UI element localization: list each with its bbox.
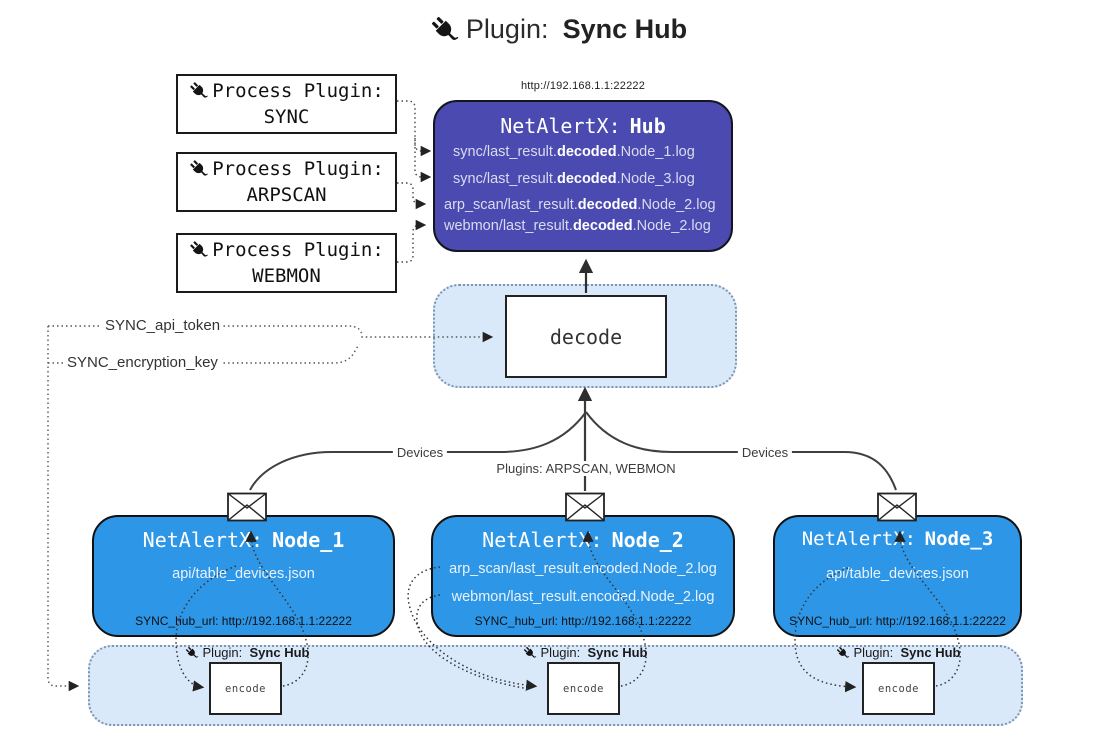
node-title: NetAlertX:Node_1 <box>142 528 345 552</box>
sync-encryption-key-label: SYNC_encryption_key <box>64 354 221 371</box>
process-plugin-name: WEBMON <box>252 265 321 287</box>
node-hub-url: SYNC_hub_url: http://192.168.1.1:22222 <box>135 614 352 628</box>
edge-label-plugins: Plugins: ARPSCAN, WEBMON <box>494 461 678 476</box>
hub-title-name: Hub <box>629 114 666 138</box>
encode-box-1: encode <box>209 662 282 715</box>
node-2-box: NetAlertX:Node_2 arp_scan/last_result.en… <box>431 515 735 637</box>
sync-api-token-label: SYNC_api_token <box>102 317 224 334</box>
hub-box: NetAlertX: Hub sync/last_result.decoded.N… <box>433 100 733 252</box>
encode-box-2: encode <box>547 662 620 715</box>
edge-plugins-to-hub <box>397 100 432 263</box>
band-label-1: Plugin:Sync Hub <box>157 645 337 660</box>
node-title: NetAlertX:Node_3 <box>801 528 994 550</box>
process-plugin-name: SYNC <box>263 106 310 128</box>
encode-box-3: encode <box>862 662 935 715</box>
process-plugin-label: Process Plugin: <box>212 80 384 102</box>
node-file: api/table_devices.json <box>826 566 969 582</box>
plug-icon <box>189 240 209 260</box>
hub-file-line: sync/last_result.decoded.Node_1.log <box>453 144 695 160</box>
hub-title-prefix: NetAlertX: <box>500 114 621 138</box>
plug-icon <box>185 646 199 660</box>
plug-icon <box>189 159 209 179</box>
node-file: api/table_devices.json <box>172 566 315 582</box>
page-title: Plugin: Sync Hub <box>0 14 1117 45</box>
edge-label-devices-right: Devices <box>737 445 793 460</box>
hub-file-line: arp_scan/last_result.decoded.Node_2.log <box>444 197 716 213</box>
plug-icon <box>430 15 460 45</box>
node-1-box: NetAlertX:Node_1 api/table_devices.json … <box>92 515 395 637</box>
hub-title: NetAlertX: Hub <box>435 114 731 138</box>
edge-devices-curves <box>249 411 897 491</box>
node-3-box: NetAlertX:Node_3 api/table_devices.json … <box>773 515 1022 637</box>
process-plugin-sync: Process Plugin: SYNC <box>176 74 397 134</box>
process-plugin-webmon: Process Plugin: WEBMON <box>176 233 397 293</box>
title-prefix: Plugin: <box>465 14 549 44</box>
edge-label-devices-left: Devices <box>392 445 448 460</box>
node-file: arp_scan/last_result.encoded.Node_2.log <box>449 561 717 577</box>
plug-icon <box>836 646 850 660</box>
node-file: webmon/last_result.encoded.Node_2.log <box>451 589 715 605</box>
plug-icon <box>189 81 209 101</box>
band-label-3: Plugin:Sync Hub <box>808 645 988 660</box>
process-plugin-arpscan: Process Plugin: ARPSCAN <box>176 152 397 212</box>
node-hub-url: SYNC_hub_url: http://192.168.1.1:22222 <box>789 614 1006 628</box>
process-plugin-name: ARPSCAN <box>246 184 327 206</box>
decode-box: decode <box>505 295 667 378</box>
process-plugin-label: Process Plugin: <box>212 158 384 180</box>
title-name: Sync Hub <box>562 14 688 44</box>
node-title: NetAlertX:Node_2 <box>482 528 684 552</box>
hub-file-line: webmon/last_result.decoded.Node_2.log <box>444 218 711 234</box>
hub-file-line: sync/last_result.decoded.Node_3.log <box>453 171 695 187</box>
band-label-2: Plugin:Sync Hub <box>495 645 675 660</box>
hub-url-label: http://192.168.1.1:22222 <box>520 80 646 92</box>
process-plugin-label: Process Plugin: <box>212 239 384 261</box>
plug-icon <box>523 646 537 660</box>
node-hub-url: SYNC_hub_url: http://192.168.1.1:22222 <box>474 614 692 628</box>
